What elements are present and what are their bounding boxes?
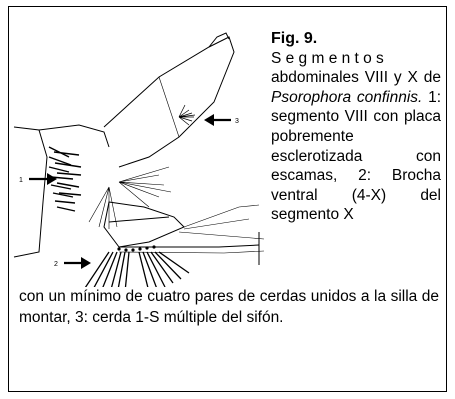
siphon-outline xyxy=(103,36,235,168)
callout-3-label: 3 xyxy=(235,118,239,125)
arrow-3 xyxy=(204,114,231,126)
caption-text-2: 1: segmento VIII con placa pobremente es… xyxy=(271,88,441,224)
segment-viii-scales xyxy=(48,146,82,212)
callout-1-label: 1 xyxy=(19,177,23,184)
larva-abdomen-drawing: 1 2 3 xyxy=(13,32,265,287)
segment-viii-outline xyxy=(13,126,48,258)
caption-continued: con un mínimo de cuatro pares de cerdas … xyxy=(19,288,439,326)
caption-text-1: abdominales VIII y X de xyxy=(271,69,441,87)
callout-2-label: 2 xyxy=(54,261,58,268)
grid-dots xyxy=(117,245,156,252)
caudal-setae xyxy=(88,166,172,229)
segment-viii-top xyxy=(38,124,110,148)
arrow-1 xyxy=(29,173,57,185)
species-name: Psorophora confinnis. xyxy=(271,88,423,106)
arrow-2 xyxy=(64,257,91,269)
figure-label: Fig. 9. xyxy=(271,30,318,47)
caption-side: Fig. 9. Segmentos abdominales VIII y X d… xyxy=(271,29,441,225)
saddle-outline xyxy=(103,201,185,248)
seta-1s-tuft xyxy=(178,104,196,126)
ventral-brush xyxy=(84,251,190,287)
figure-panel: 1 2 3 Fig. 9. Segmentos abdominales VIII… xyxy=(8,6,447,392)
caption-word-segmentos: Segmentos xyxy=(271,49,389,67)
